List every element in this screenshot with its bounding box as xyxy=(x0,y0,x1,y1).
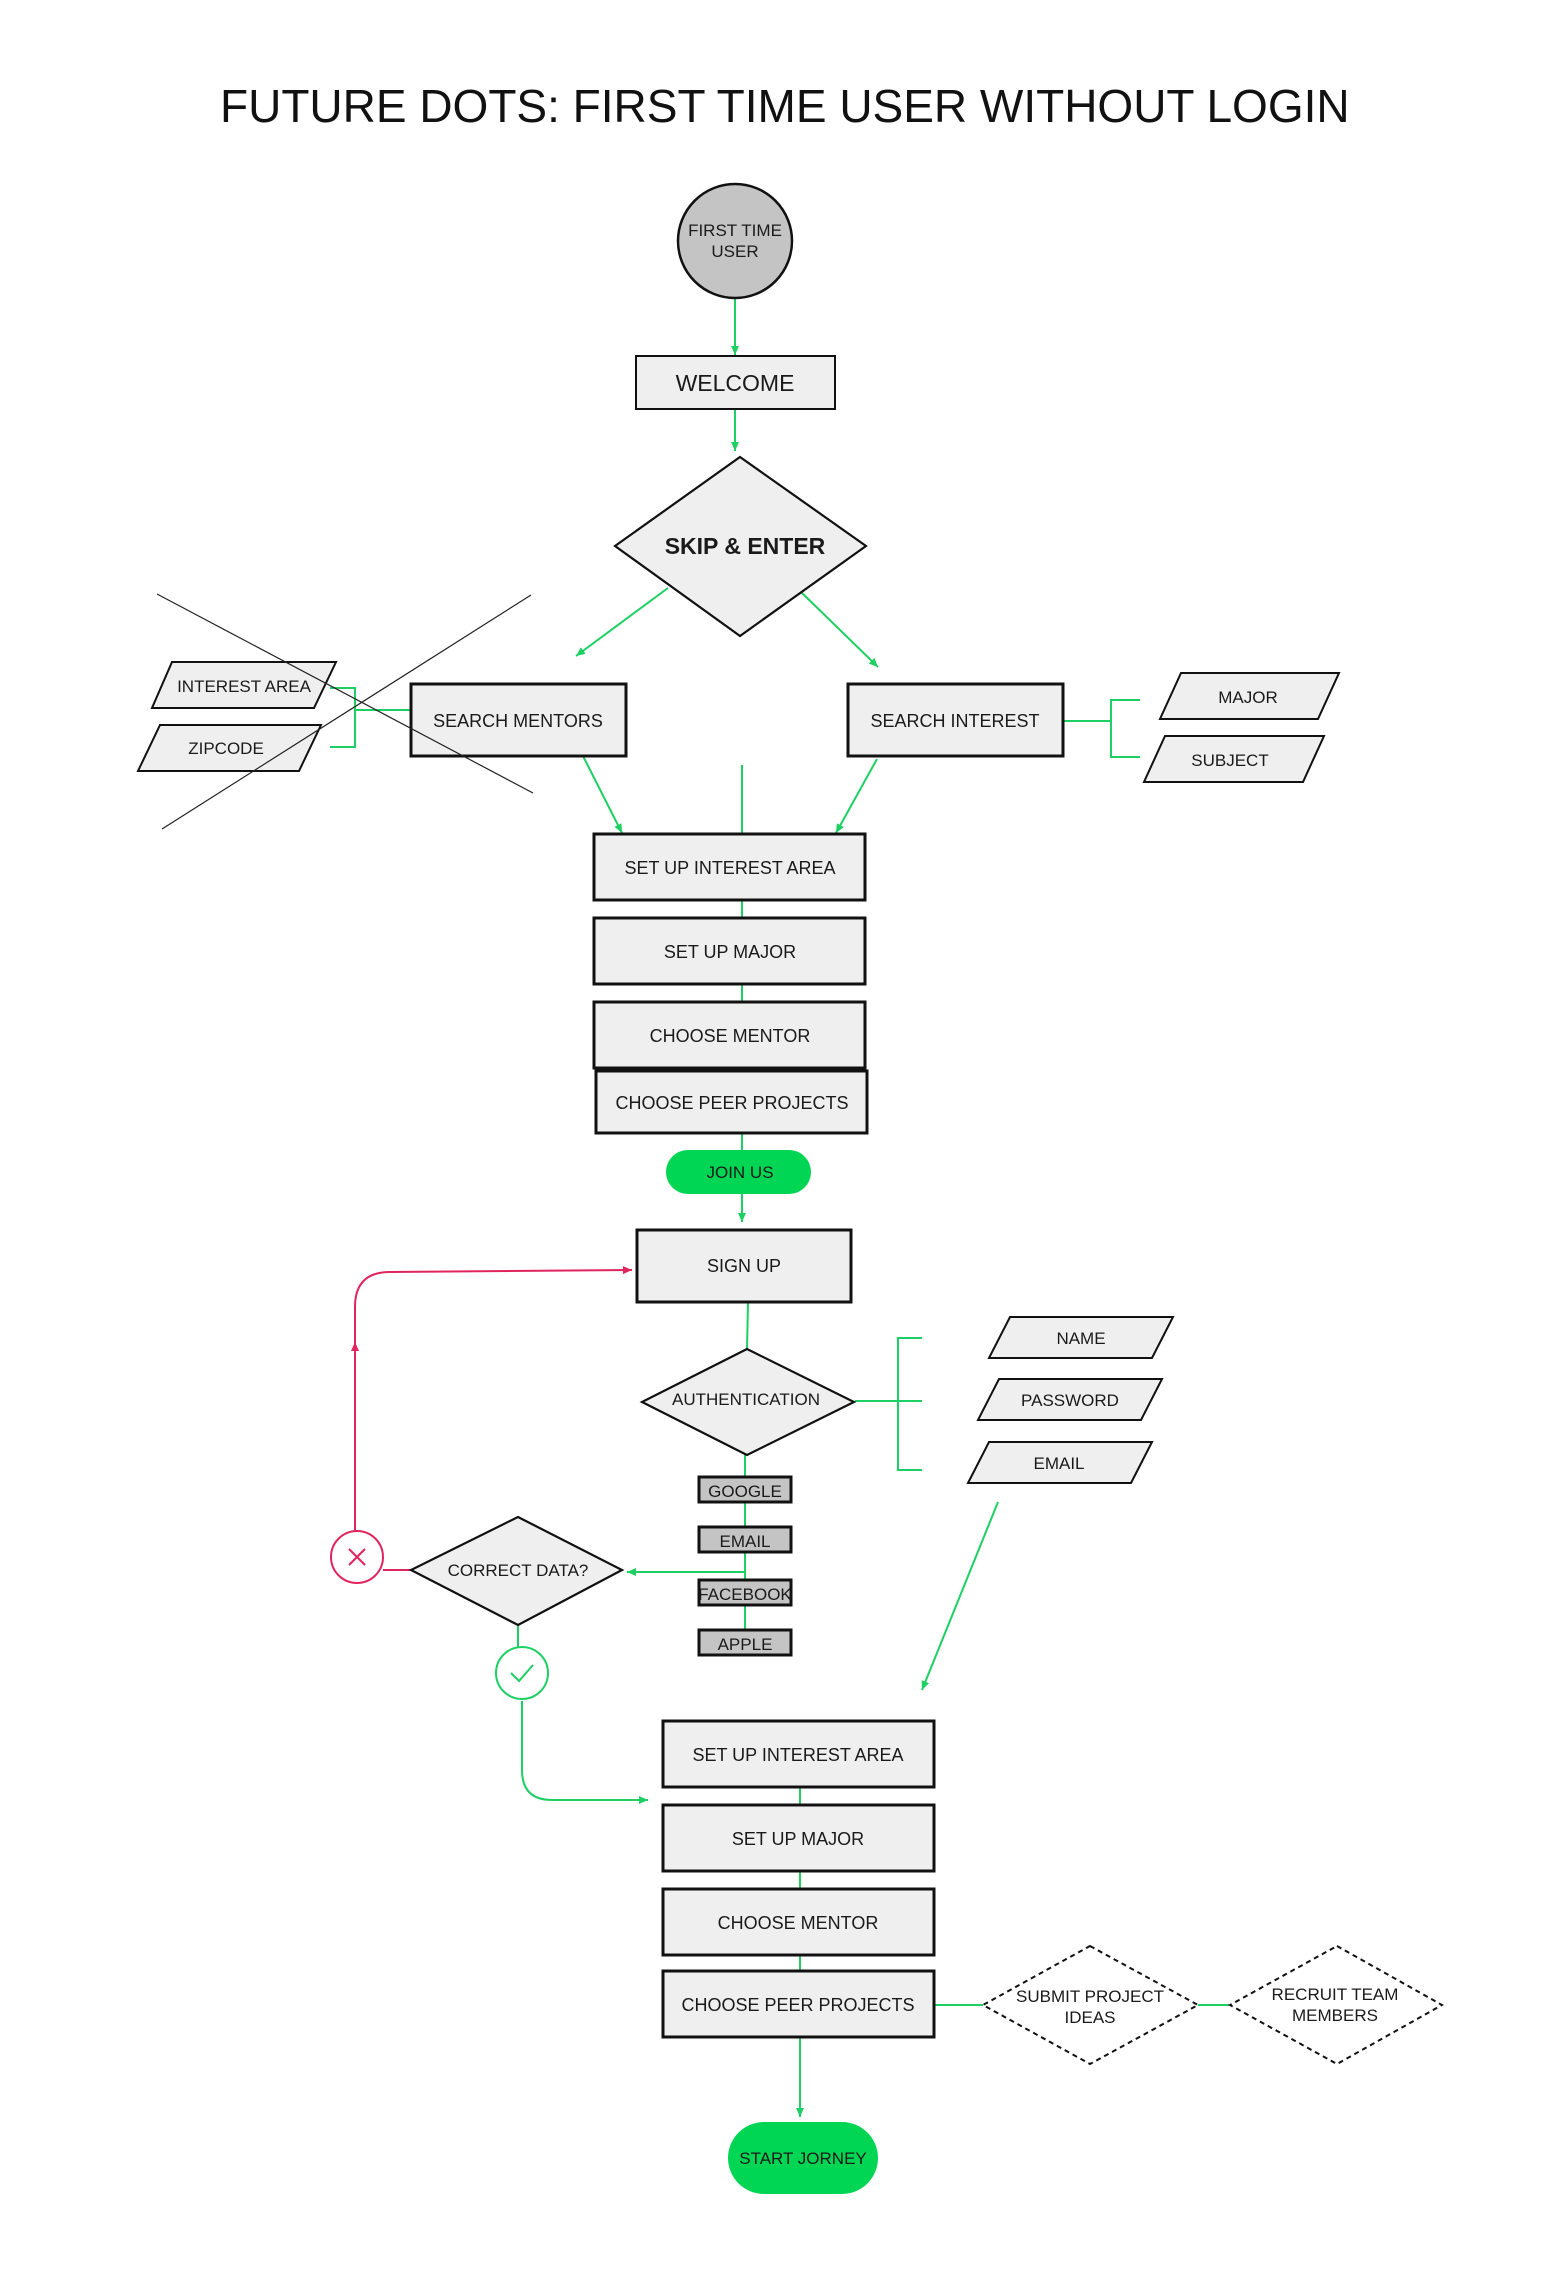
correct-data-decision: CORRECT DATA? xyxy=(408,1515,625,1627)
x-circle-icon xyxy=(330,1530,384,1584)
interest-area-input: INTEREST AREA xyxy=(150,661,338,709)
google-option: GOOGLE xyxy=(697,1475,793,1504)
search-interest-label: SEARCH INTEREST xyxy=(870,711,1039,731)
zipcode-label: ZIPCODE xyxy=(188,739,264,758)
interest-area-label: INTEREST AREA xyxy=(177,677,311,696)
setup-major-label-2: SET UP MAJOR xyxy=(732,1829,864,1849)
zipcode-input: ZIPCODE xyxy=(136,724,323,772)
subject-label: SUBJECT xyxy=(1191,751,1268,770)
choose-peer-projects-node-1: CHOOSE PEER PROJECTS xyxy=(594,1069,869,1135)
start-journey-label: START JORNEY xyxy=(739,2149,867,2168)
facebook-option: FACEBOOK xyxy=(697,1578,793,1607)
sign-up-label: SIGN UP xyxy=(707,1256,781,1276)
check-circle-icon xyxy=(495,1646,549,1700)
search-mentors-label: SEARCH MENTORS xyxy=(433,711,603,731)
setup-major-node-1: SET UP MAJOR xyxy=(592,916,867,986)
recruit-label-line2: MEMBERS xyxy=(1292,2006,1378,2025)
apple-label: APPLE xyxy=(718,1635,773,1654)
start-label-line2: USER xyxy=(711,242,758,261)
recruit-team-members-node: RECRUIT TEAM MEMBERS xyxy=(1227,1944,1445,2066)
start-journey-button[interactable]: START JORNEY xyxy=(728,2122,878,2194)
apple-option: APPLE xyxy=(697,1628,793,1657)
name-input: NAME xyxy=(987,1316,1175,1359)
submit-project-ideas-node: SUBMIT PROJECT IDEAS xyxy=(980,1944,1201,2066)
join-us-label: JOIN US xyxy=(706,1163,773,1182)
email-option-label: EMAIL xyxy=(719,1532,770,1551)
password-label: PASSWORD xyxy=(1021,1391,1119,1410)
welcome-node: WELCOME xyxy=(635,355,836,410)
search-mentors-node: SEARCH MENTORS xyxy=(409,682,628,758)
choose-mentor-node-1: CHOOSE MENTOR xyxy=(592,1000,867,1070)
authentication-label: AUTHENTICATION xyxy=(672,1390,820,1409)
subject-input: SUBJECT xyxy=(1142,735,1326,783)
start-label-line1: FIRST TIME xyxy=(688,221,782,240)
submit-ideas-label-line1: SUBMIT PROJECT xyxy=(1016,1987,1164,2006)
start-node: FIRST TIME USER xyxy=(676,182,794,300)
setup-major-node-2: SET UP MAJOR xyxy=(661,1803,936,1873)
correct-data-label: CORRECT DATA? xyxy=(448,1561,589,1580)
connectors xyxy=(330,298,1229,2117)
authentication-decision: AUTHENTICATION xyxy=(639,1347,857,1457)
skip-enter-label: SKIP & ENTER xyxy=(665,533,826,559)
choose-mentor-node-2: CHOOSE MENTOR xyxy=(661,1887,936,1957)
choose-mentor-label-1: CHOOSE MENTOR xyxy=(650,1026,811,1046)
setup-interest-area-label-2: SET UP INTEREST AREA xyxy=(692,1745,903,1765)
setup-interest-area-node-2: SET UP INTEREST AREA xyxy=(661,1719,936,1789)
setup-interest-area-label-1: SET UP INTEREST AREA xyxy=(624,858,835,878)
search-interest-node: SEARCH INTEREST xyxy=(846,682,1065,758)
major-label: MAJOR xyxy=(1218,688,1278,707)
email-option: EMAIL xyxy=(697,1525,793,1554)
choose-peer-projects-label-1: CHOOSE PEER PROJECTS xyxy=(615,1093,848,1113)
setup-major-label-1: SET UP MAJOR xyxy=(664,942,796,962)
submit-ideas-label-line2: IDEAS xyxy=(1064,2008,1115,2027)
strike-through-mark xyxy=(156,593,534,830)
skip-enter-decision: SKIP & ENTER xyxy=(613,455,868,638)
major-input: MAJOR xyxy=(1158,672,1341,720)
name-label: NAME xyxy=(1056,1329,1105,1348)
choose-peer-projects-label-2: CHOOSE PEER PROJECTS xyxy=(681,1995,914,2015)
sign-up-node: SIGN UP xyxy=(635,1228,853,1304)
recruit-label-line1: RECRUIT TEAM xyxy=(1272,1985,1399,2004)
setup-interest-area-node-1: SET UP INTEREST AREA xyxy=(592,832,867,902)
choose-mentor-label-2: CHOOSE MENTOR xyxy=(718,1913,879,1933)
join-us-button[interactable]: JOIN US xyxy=(666,1150,811,1194)
email-input: EMAIL xyxy=(966,1441,1154,1484)
password-input: PASSWORD xyxy=(976,1378,1164,1421)
choose-peer-projects-node-2: CHOOSE PEER PROJECTS xyxy=(661,1969,936,2039)
facebook-label: FACEBOOK xyxy=(698,1585,792,1604)
google-label: GOOGLE xyxy=(708,1482,782,1501)
email-input-label: EMAIL xyxy=(1033,1454,1084,1473)
welcome-label: WELCOME xyxy=(676,370,795,396)
diagram-title: FUTURE DOTS: FIRST TIME USER WITHOUT LOG… xyxy=(220,80,1350,132)
